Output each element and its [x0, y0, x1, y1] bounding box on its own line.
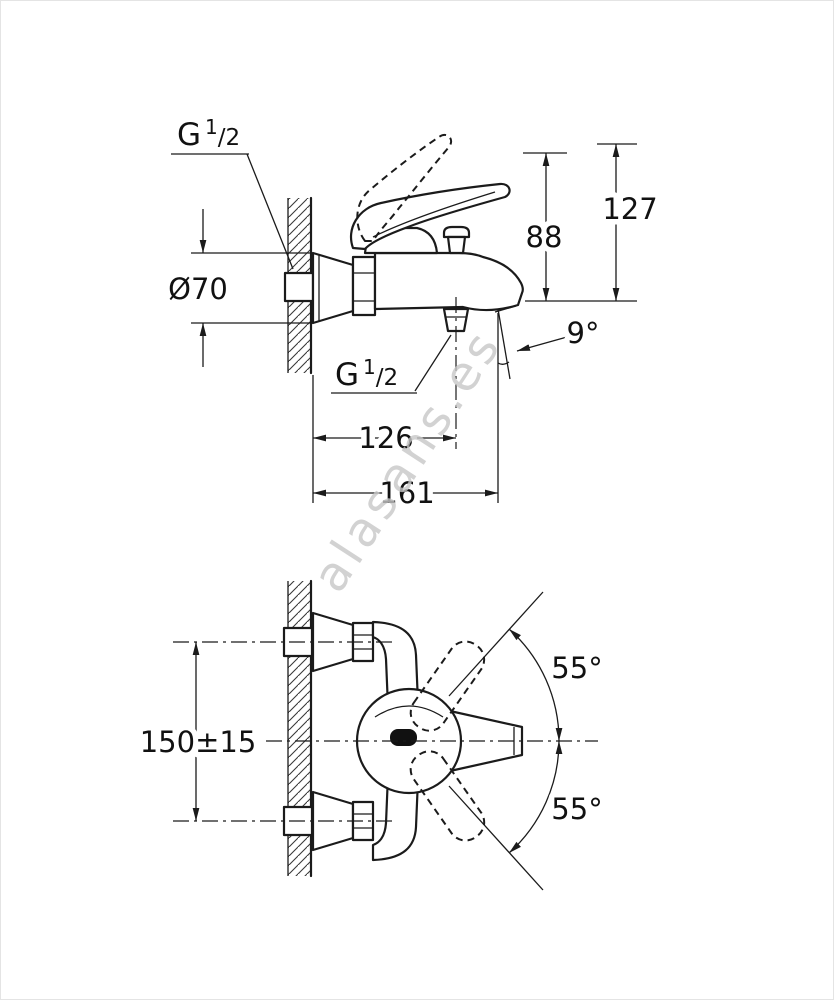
- spout-angle-leader: [516, 336, 568, 352]
- union-nut-side: [351, 255, 377, 317]
- swing-upper-text: 55°: [551, 651, 602, 685]
- depth-161-text: 161: [379, 476, 434, 510]
- depth-126-text: 126: [358, 421, 413, 455]
- side-view: [283, 133, 524, 375]
- inlet-spacing-text: 150±15: [140, 725, 257, 759]
- swing-boundary-upper: [448, 591, 544, 697]
- lever-slot: [390, 729, 417, 746]
- swing-lower-text: 55°: [551, 792, 602, 826]
- dimension-inlet-spacing: 150±15: [134, 642, 262, 821]
- diverter-cap: [442, 225, 471, 239]
- dimension-height-88: 88: [520, 153, 568, 301]
- swing-arc-upper: [508, 628, 563, 742]
- height-88-text: 88: [526, 220, 563, 254]
- plan-view: [282, 579, 524, 878]
- dimension-depth-161: 161: [313, 471, 498, 516]
- union-nut-body: [351, 255, 377, 317]
- outlet-thread-leader: [414, 334, 452, 392]
- dimension-spout-angle: 9°: [497, 308, 605, 380]
- plan-view-dimensions: 55° 55° 150±15: [134, 591, 608, 891]
- flange-diameter-text: Ø70: [168, 272, 228, 306]
- dimension-depth-126: 126: [313, 416, 456, 461]
- spout-angle-text: 9°: [567, 316, 600, 350]
- diverter-stem: [446, 235, 467, 255]
- spout-angle-line: [497, 308, 511, 380]
- diverter-knob: [442, 225, 471, 255]
- dome-detail-arc: [374, 705, 444, 718]
- watermark-text: alasans.es: [302, 318, 513, 602]
- inlet-thread-leader: [246, 153, 294, 270]
- spout-angle-arc: [497, 361, 510, 365]
- swing-boundary-lower: [448, 785, 544, 891]
- faucet-body-side: [373, 251, 524, 312]
- dimension-flange-diameter: Ø70: [163, 209, 233, 367]
- lever-detail-line: [372, 191, 496, 238]
- lever-handle-raised-dashed: [356, 133, 453, 242]
- dimension-height-127: 127: [597, 144, 663, 301]
- swing-arc-lower: [508, 740, 563, 854]
- wall-union-square: [283, 271, 315, 303]
- height-127-text: 127: [602, 192, 657, 226]
